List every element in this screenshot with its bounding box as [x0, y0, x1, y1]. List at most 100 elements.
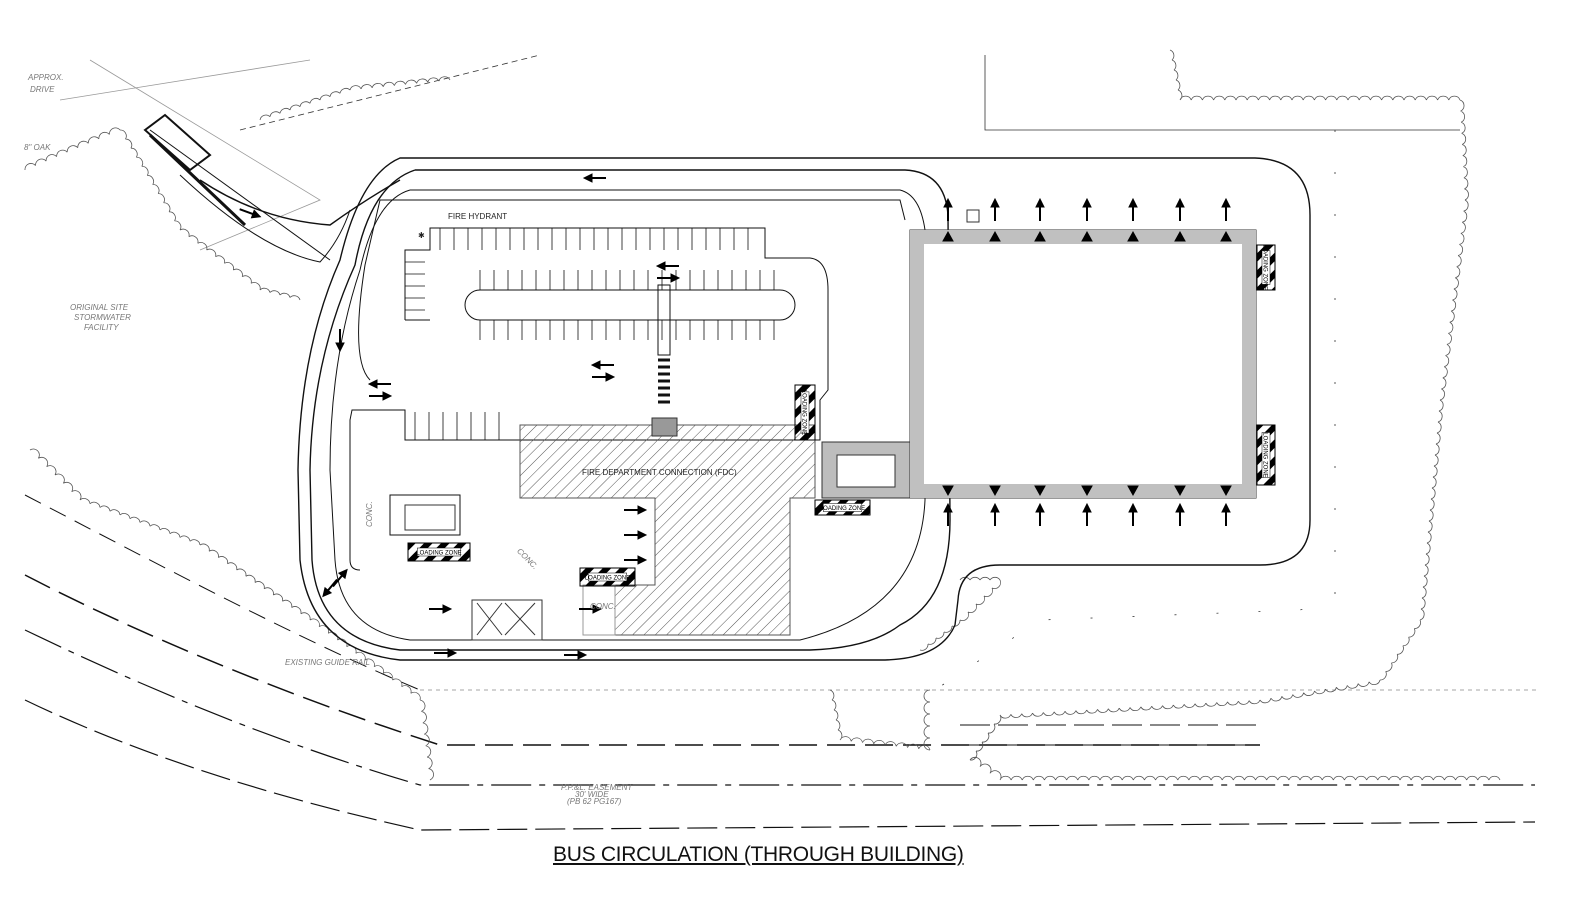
- loading-zone: LOADING ZONE: [814, 499, 871, 516]
- arrow-head: [605, 372, 616, 382]
- arrow-head: [637, 505, 648, 515]
- door-marker-icon: [1034, 230, 1046, 242]
- loading-zones: LOADING ZONE LOADING ZONE LOADING ZONE LOAD…: [407, 244, 1276, 587]
- direction-arrow-icon: [990, 502, 1000, 526]
- arrow-head: [990, 197, 1000, 208]
- fdc-label: FIRE DEPARTMENT CONNECTION (FDC): [582, 468, 737, 477]
- direction-arrow-icon: [335, 329, 345, 353]
- direction-arrow-icon: [1128, 502, 1138, 526]
- bus-building: [821, 209, 1257, 499]
- direction-arrow-icon: [592, 372, 616, 382]
- direction-arrow-icon: [582, 173, 606, 183]
- arrow-head: [590, 360, 601, 370]
- door-marker-icon: [1174, 485, 1186, 497]
- door-marker-icon: [989, 230, 1001, 242]
- door-marker-icon: [942, 230, 954, 242]
- arrow-head: [1175, 502, 1185, 513]
- public-roads: [24, 494, 1540, 831]
- loading-zone: LOADING ZONE: [794, 384, 816, 441]
- arrow-head: [1035, 197, 1045, 208]
- loading-zone: LOADING ZONE: [407, 542, 471, 562]
- fire-hydrant-label: FIRE HYDRANT: [448, 212, 507, 221]
- loading-zone-label: LOADING ZONE: [585, 576, 630, 582]
- easement-label: P.P.&L. EASEMENT: [561, 783, 633, 792]
- arrow-head: [1128, 197, 1138, 208]
- oak-label: 8" OAK: [24, 143, 51, 152]
- arrow-head: [447, 648, 458, 658]
- arrow-head: [1221, 502, 1231, 513]
- tree-line-south: [829, 689, 931, 751]
- guide-rail-label: EXISTING GUIDE RAIL: [285, 658, 370, 667]
- arrow-head: [1082, 502, 1092, 513]
- arrow-head: [1175, 197, 1185, 208]
- direction-arrow-icon: [1221, 197, 1231, 221]
- door-marker-icon: [1127, 485, 1139, 497]
- direction-arrow-icon: [943, 502, 953, 526]
- door-marker-icon: [1220, 230, 1232, 242]
- door-marker-icon: [989, 485, 1001, 497]
- door-marker-icon: [1034, 485, 1046, 497]
- parking-stalls: [405, 228, 775, 440]
- bus-drive-loop: [149, 129, 1311, 661]
- direction-arrow-icon: [579, 604, 603, 614]
- arrow-head: [943, 197, 953, 208]
- direction-arrow-icon: [367, 379, 391, 389]
- arrow-head: [335, 342, 345, 353]
- direction-arrow-icon: [1128, 197, 1138, 221]
- building-addition: [389, 417, 816, 641]
- loading-zone: LOADING ZONE: [1256, 244, 1276, 291]
- direction-arrow-icon: [1082, 502, 1092, 526]
- conc-label-2: CONC.: [515, 547, 540, 572]
- loading-zone-label-bg: [823, 503, 862, 512]
- direction-arrow-icon: [990, 197, 1000, 221]
- direction-arrow-icon: [1082, 197, 1092, 221]
- direction-arrow-icon: [434, 648, 458, 658]
- arrow-head: [670, 273, 681, 283]
- door-marker-icon: [1220, 485, 1232, 497]
- direction-arrow-icon: [1175, 197, 1185, 221]
- tree-line-east: [969, 49, 1501, 781]
- tree-line-west: [24, 127, 301, 301]
- direction-arrow-icon: [655, 261, 679, 271]
- direction-arrow-icon: [369, 391, 393, 401]
- tree-lines: [24, 49, 1501, 781]
- door-marker-icon: [1081, 230, 1093, 242]
- traffic-arrows: [239, 173, 1232, 660]
- easement-label-2: 30' WIDE: [575, 790, 609, 799]
- direction-arrow-icon: [322, 578, 338, 598]
- approx-drive-label: APPROX.: [27, 73, 64, 82]
- plan-labels: APPROX. DRIVE 8" OAK ORIGINAL SITE STORM…: [24, 73, 737, 806]
- direction-arrow-icon: [332, 568, 348, 588]
- tree-line-southwest: [29, 448, 434, 781]
- loading-zone-label: LOADING ZONE: [801, 390, 807, 435]
- loading-zone: LOADING ZONE: [1256, 424, 1276, 486]
- arrow-head: [337, 568, 348, 580]
- easement-label-3: (PB 62 PG167): [567, 797, 622, 806]
- arrow-head: [582, 173, 593, 183]
- conc-label: CONC.: [590, 602, 616, 611]
- arrow-head: [382, 391, 393, 401]
- stormwater-label: ORIGINAL SITE: [70, 303, 129, 312]
- arrow-head: [322, 586, 333, 598]
- loading-zone-label-bg: [417, 547, 461, 557]
- loading-zone-label: LOADING ZONE: [820, 506, 865, 512]
- loading-zone-label-bg: [800, 391, 810, 434]
- arrow-head: [442, 604, 453, 614]
- loading-zone-label: LOADING ZONE: [416, 551, 461, 557]
- loading-zone-label: LOADING ZONE: [1262, 432, 1268, 477]
- direction-arrow-icon: [657, 273, 681, 283]
- direction-arrow-icon: [1035, 502, 1045, 526]
- door-marker-icon: [1127, 230, 1139, 242]
- fire-hydrant-icon: ✱: [418, 231, 425, 240]
- arrow-head: [1128, 502, 1138, 513]
- direction-arrow-icon: [624, 505, 648, 515]
- arrow-head: [592, 604, 603, 614]
- loading-zone-label-bg: [1261, 250, 1271, 285]
- arrow-head: [577, 650, 588, 660]
- door-marker-icon: [1081, 485, 1093, 497]
- arrow-head: [1082, 197, 1092, 208]
- stormwater-label-3: FACILITY: [84, 323, 119, 332]
- direction-arrow-icon: [239, 208, 262, 219]
- fence-lines: [59, 54, 1460, 691]
